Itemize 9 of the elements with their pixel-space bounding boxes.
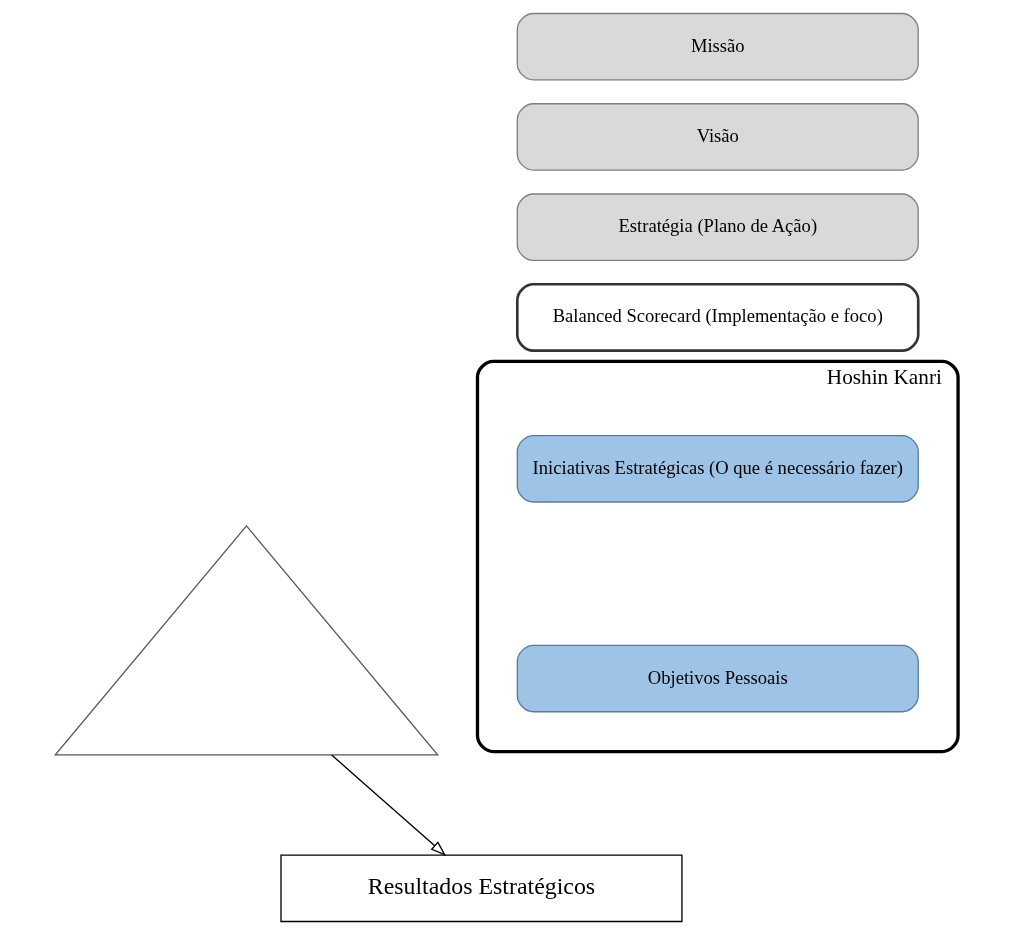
node-box: Missão — [516, 12, 919, 81]
arrow — [330, 754, 446, 856]
node-triangle — [53, 524, 439, 756]
node-box: Resultados Estratégicos — [279, 854, 683, 923]
node-box: Objetivos Pessoais — [516, 644, 919, 713]
node-box: Balanced Scorecard (Implementação e foco) — [515, 282, 920, 352]
node-box: Visão — [516, 103, 919, 171]
node-box: Iniciativas Estratégicas (O que é necessário fazer) — [516, 434, 919, 503]
node-box: Estratégia (Plano de Ação) — [516, 193, 919, 262]
